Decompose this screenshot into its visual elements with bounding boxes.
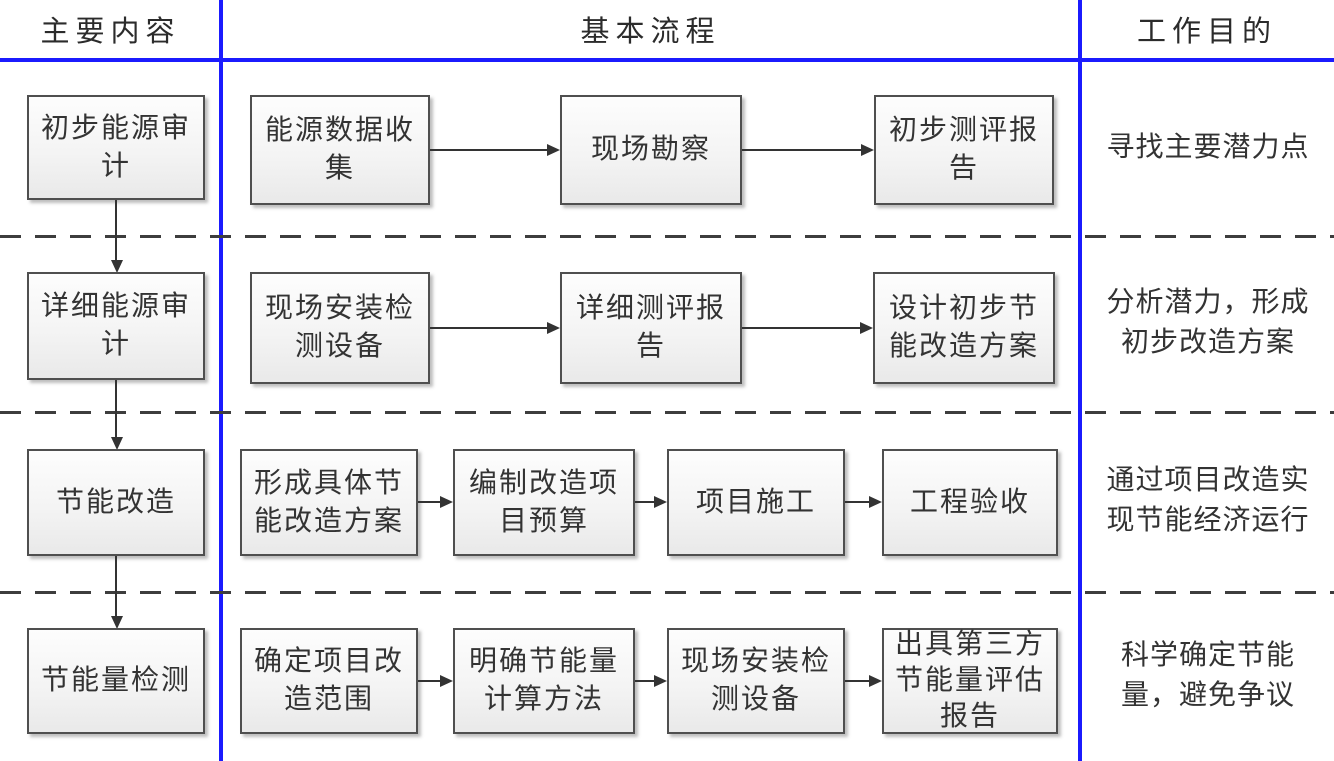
stage-box-savings-measurement: 节能量检测	[27, 628, 205, 734]
stage-box-energy-retrofit: 节能改造	[27, 449, 205, 556]
arrow-right-connector	[845, 496, 882, 508]
arrow-right-connector	[418, 496, 453, 508]
purpose-text: 科学确定节能 量，避免争议	[1120, 640, 1295, 711]
arrow-right-connector	[418, 675, 453, 687]
arrow-right-connector	[845, 675, 882, 687]
arrow-right-connector	[430, 144, 560, 156]
row-divider-dashed-line	[0, 591, 1334, 594]
step-box: 现场安装检 测设备	[667, 628, 845, 734]
column-title-work-purpose: 工作目的	[1136, 16, 1277, 48]
step-box: 现场勘察	[560, 95, 742, 205]
row-divider-dashed-line	[0, 411, 1334, 414]
step-box: 现场安装检 测设备	[250, 272, 430, 384]
stage-box-detailed-audit: 详细能源审 计	[27, 272, 205, 380]
left-column-divider-line	[219, 0, 223, 761]
step-box: 项目施工	[667, 449, 845, 556]
arrow-down-connector	[111, 200, 123, 273]
column-title-basic-process: 基本流程	[580, 16, 721, 48]
arrow-right-connector	[742, 144, 874, 156]
column-title-main-content: 主要内容	[40, 16, 181, 48]
arrow-down-connector	[111, 380, 123, 450]
step-box: 设计初步节 能改造方案	[873, 272, 1055, 384]
right-column-divider-line	[1078, 0, 1082, 761]
step-box: 出具第三方 节能量评估 报告	[882, 628, 1058, 734]
row-divider-dashed-line	[0, 235, 1334, 238]
step-box: 形成具体节 能改造方案	[240, 449, 418, 556]
arrow-down-connector	[111, 556, 123, 629]
purpose-text: 寻找主要潜力点	[1106, 131, 1310, 163]
step-box: 确定项目改 造范围	[240, 628, 418, 734]
step-box: 编制改造项 目预算	[453, 449, 635, 556]
stage-box-preliminary-audit: 初步能源审 计	[27, 95, 205, 200]
arrow-right-connector	[742, 322, 873, 334]
purpose-text: 分析潜力，形成 初步改造方案	[1106, 287, 1310, 358]
step-box: 能源数据收 集	[250, 95, 430, 205]
step-box: 工程验收	[882, 449, 1058, 556]
arrow-right-connector	[635, 496, 667, 508]
arrow-right-connector	[635, 675, 667, 687]
arrow-right-connector	[430, 322, 560, 334]
step-box: 明确节能量 计算方法	[453, 628, 635, 734]
purpose-text: 通过项目改造实 现节能经济运行	[1106, 465, 1310, 536]
header-divider-line	[0, 58, 1334, 62]
step-box: 初步测评报 告	[874, 95, 1054, 205]
step-box: 详细测评报 告	[560, 272, 742, 384]
